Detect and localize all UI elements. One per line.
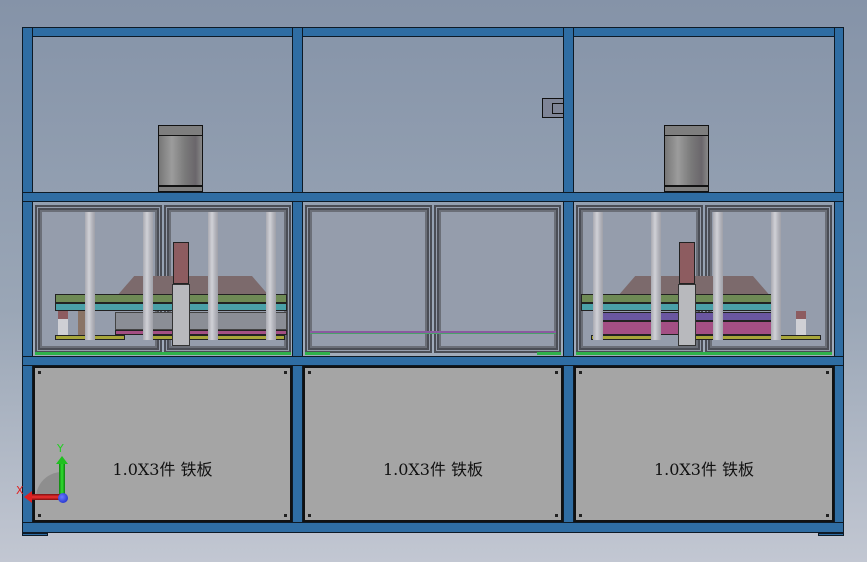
- y-axis-label: Y: [57, 442, 64, 455]
- cylinder-right[interactable]: [664, 125, 709, 192]
- x-axis-arrowhead-icon: [24, 491, 32, 503]
- post-2: [563, 27, 574, 533]
- x-axis-label: X: [16, 484, 24, 497]
- upper-shelf-beam: [22, 192, 844, 202]
- guide-rod: [713, 212, 723, 340]
- cylinder-body: [664, 135, 709, 186]
- die-base-plate-b: [681, 335, 821, 340]
- guide-post: [78, 311, 86, 335]
- die-assembly-right: [581, 212, 827, 348]
- die-assembly-left: [45, 212, 287, 348]
- guide-rod: [651, 212, 661, 340]
- guide-rod: [593, 212, 603, 340]
- sensor-strip-mid-b: [537, 352, 561, 355]
- coordinate-triad[interactable]: Y X: [14, 442, 74, 506]
- right-foot: [818, 533, 844, 536]
- guide-rod: [771, 212, 781, 340]
- die-plate-teal: [55, 303, 287, 311]
- die-plate-gray: [115, 312, 287, 330]
- middle-shelf-beam: [22, 356, 844, 366]
- guide-pin: [796, 311, 806, 335]
- guide-pin: [58, 311, 68, 335]
- right-post: [834, 27, 844, 533]
- die-plate-pink: [115, 330, 287, 335]
- cylinder-body: [158, 135, 203, 186]
- cylinder-mount-plate: [678, 284, 696, 346]
- bottom-beam: [22, 522, 844, 533]
- guide-rod: [143, 212, 153, 340]
- sensor-strip-left: [35, 352, 291, 355]
- z-axis-dot-icon: [58, 493, 68, 503]
- conveyor-rail-mid: [310, 331, 556, 334]
- window-mid-b[interactable]: [434, 205, 561, 353]
- left-foot: [22, 533, 48, 536]
- die-plate-upper: [55, 294, 287, 303]
- sensor-strip-mid-a: [305, 352, 330, 355]
- sheet-panel-right[interactable]: 1.0X3件 铁板: [574, 366, 834, 522]
- sheet-panel-left[interactable]: 1.0X3件 铁板: [33, 366, 292, 522]
- x-axis-arrow-icon: [30, 494, 62, 500]
- y-axis-arrowhead-icon: [56, 456, 68, 464]
- window-mid-a[interactable]: [305, 205, 432, 353]
- top-beam: [22, 27, 844, 37]
- guide-rod: [85, 212, 95, 340]
- die-top-block: [115, 276, 271, 298]
- sheet-label: 1.0X3件 铁板: [653, 460, 755, 479]
- sensor-strip-right: [576, 352, 832, 355]
- guide-rod: [208, 212, 218, 340]
- sheet-label: 1.0X3件 铁板: [112, 460, 213, 479]
- cylinder-rod-end: [173, 242, 189, 284]
- cylinder-left[interactable]: [158, 125, 203, 192]
- mount-bracket[interactable]: [542, 98, 564, 118]
- sheet-panel-middle[interactable]: 1.0X3件 铁板: [303, 366, 563, 522]
- cylinder-cap-bottom: [158, 186, 203, 192]
- post-1: [292, 27, 303, 533]
- cylinder-cap-bottom: [664, 186, 709, 192]
- cylinder-rod-end: [679, 242, 695, 284]
- sheet-label: 1.0X3件 铁板: [382, 460, 484, 479]
- bracket-slot: [552, 103, 564, 114]
- y-axis-arrow-icon: [59, 462, 65, 498]
- cylinder-mount-plate: [172, 284, 190, 346]
- guide-rod: [266, 212, 276, 340]
